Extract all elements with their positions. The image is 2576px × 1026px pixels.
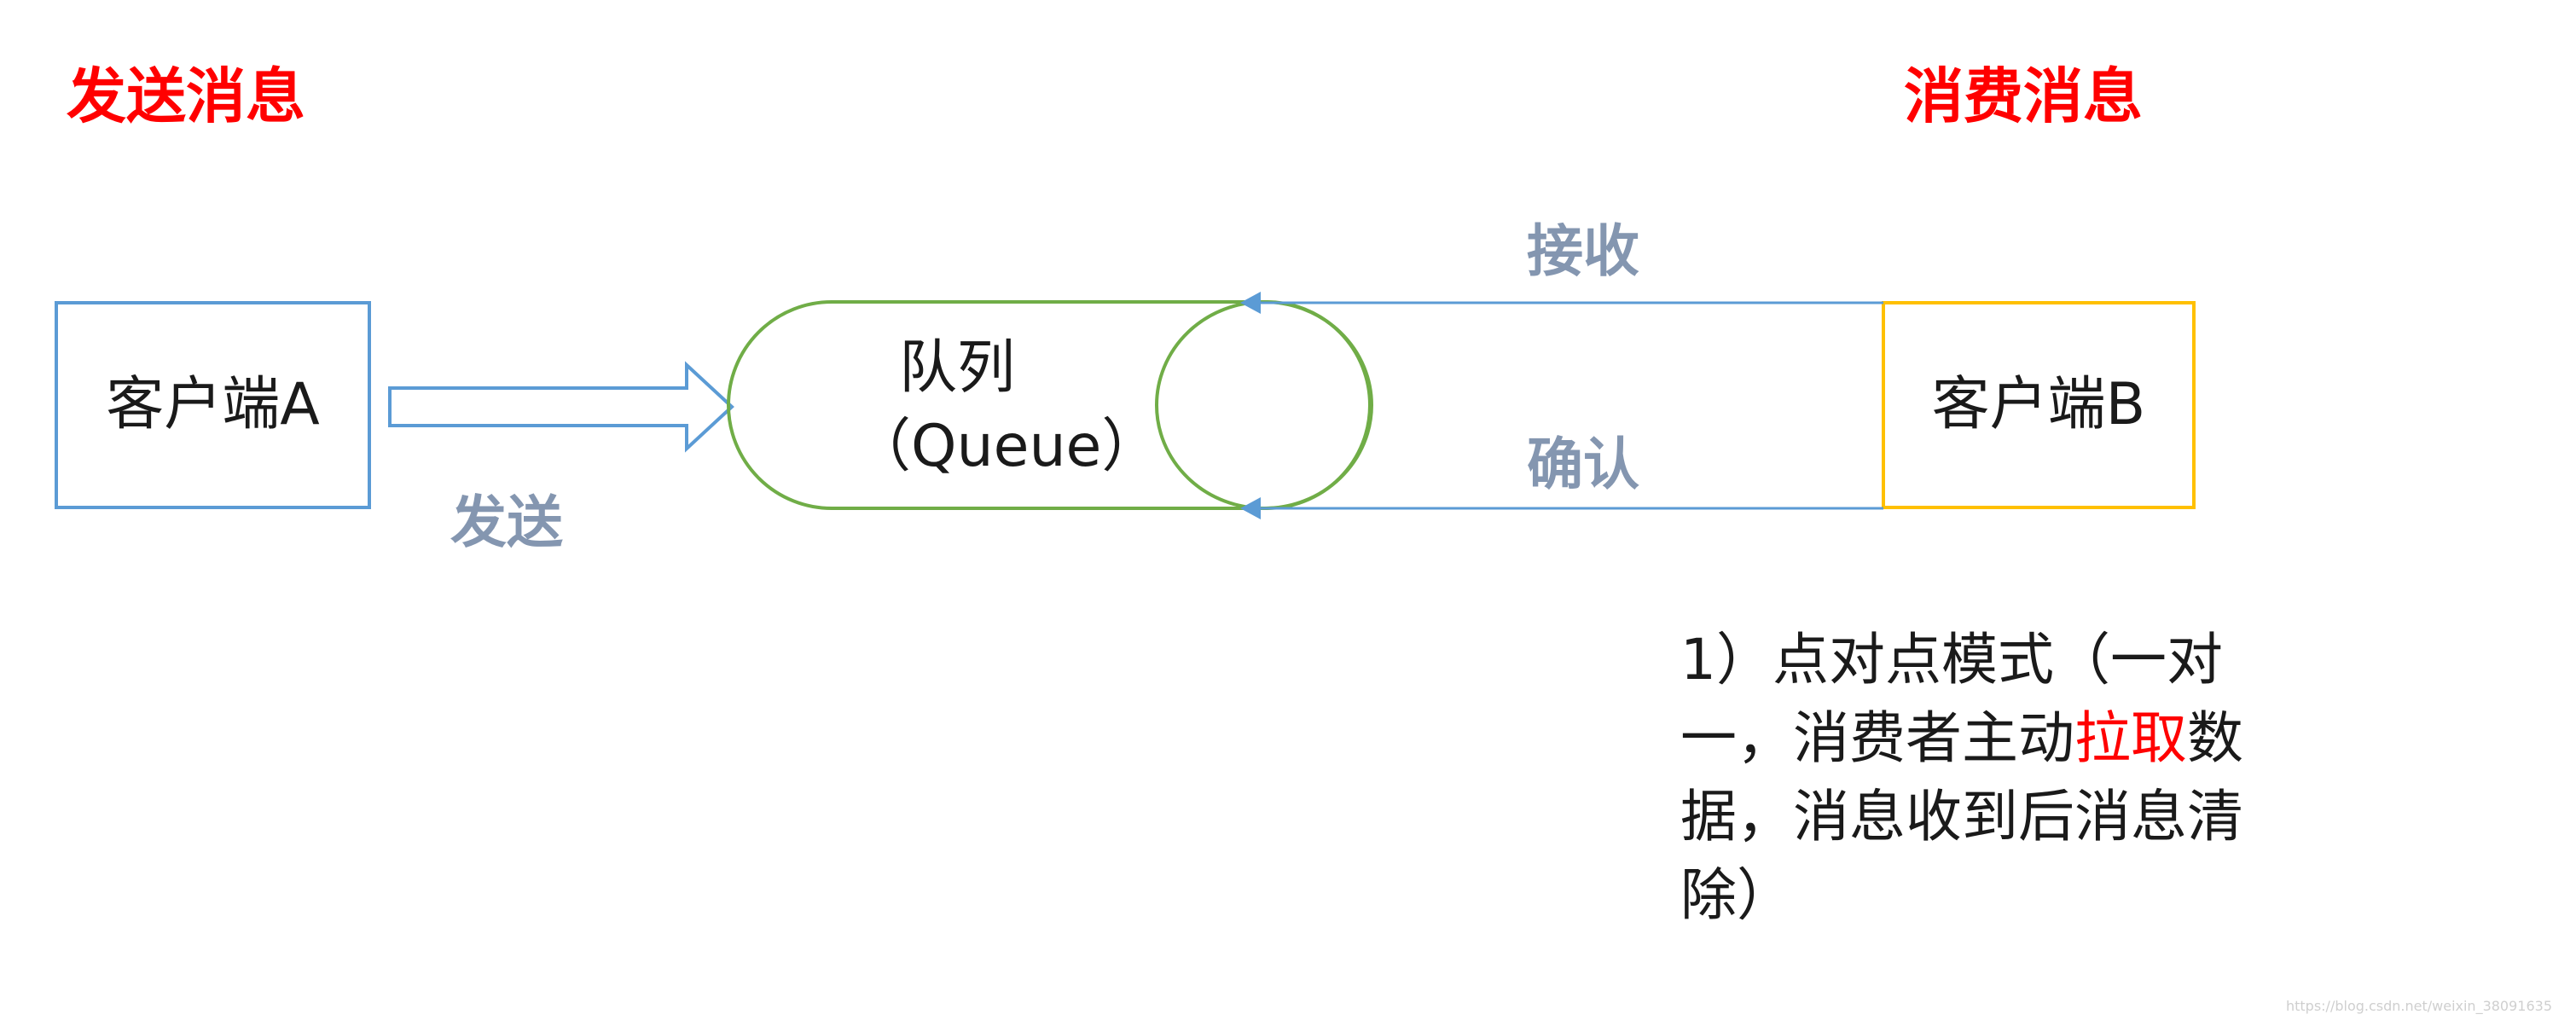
confirm-arrowhead: [1240, 497, 1261, 519]
queue-english-name: （Queue）: [853, 413, 1160, 480]
client-a-label: 客户端A: [106, 371, 320, 438]
client-b-label: 客户端B: [1931, 371, 2146, 438]
client-a-box: [55, 301, 371, 509]
receive-label: 接收: [1527, 218, 1639, 284]
send-message-heading: 发送消息: [67, 61, 305, 131]
receive-arrowhead: [1240, 292, 1261, 314]
client-b-box: [1882, 301, 2196, 509]
watermark: https://blog.csdn.net/weixin_38091635: [2285, 998, 2552, 1014]
send-arrow: [388, 361, 734, 453]
queue-end-circle: [1155, 300, 1373, 510]
send-label: 发送: [450, 490, 563, 555]
note-text-before: 1）点对点模式（一对一，消费者主动: [1680, 627, 2223, 771]
consume-message-heading: 消费消息: [1904, 61, 2143, 131]
queue-name: 队列: [899, 334, 1016, 402]
point-to-point-note: 1）点对点模式（一对一，消费者主动拉取数据，消息收到后消息清除）: [1680, 621, 2312, 935]
note-text-highlight: 拉取: [2074, 705, 2187, 771]
note-text-after: 数据，消息收到后消息清除）: [1680, 705, 2243, 928]
confirm-label: 确认: [1527, 432, 1639, 497]
